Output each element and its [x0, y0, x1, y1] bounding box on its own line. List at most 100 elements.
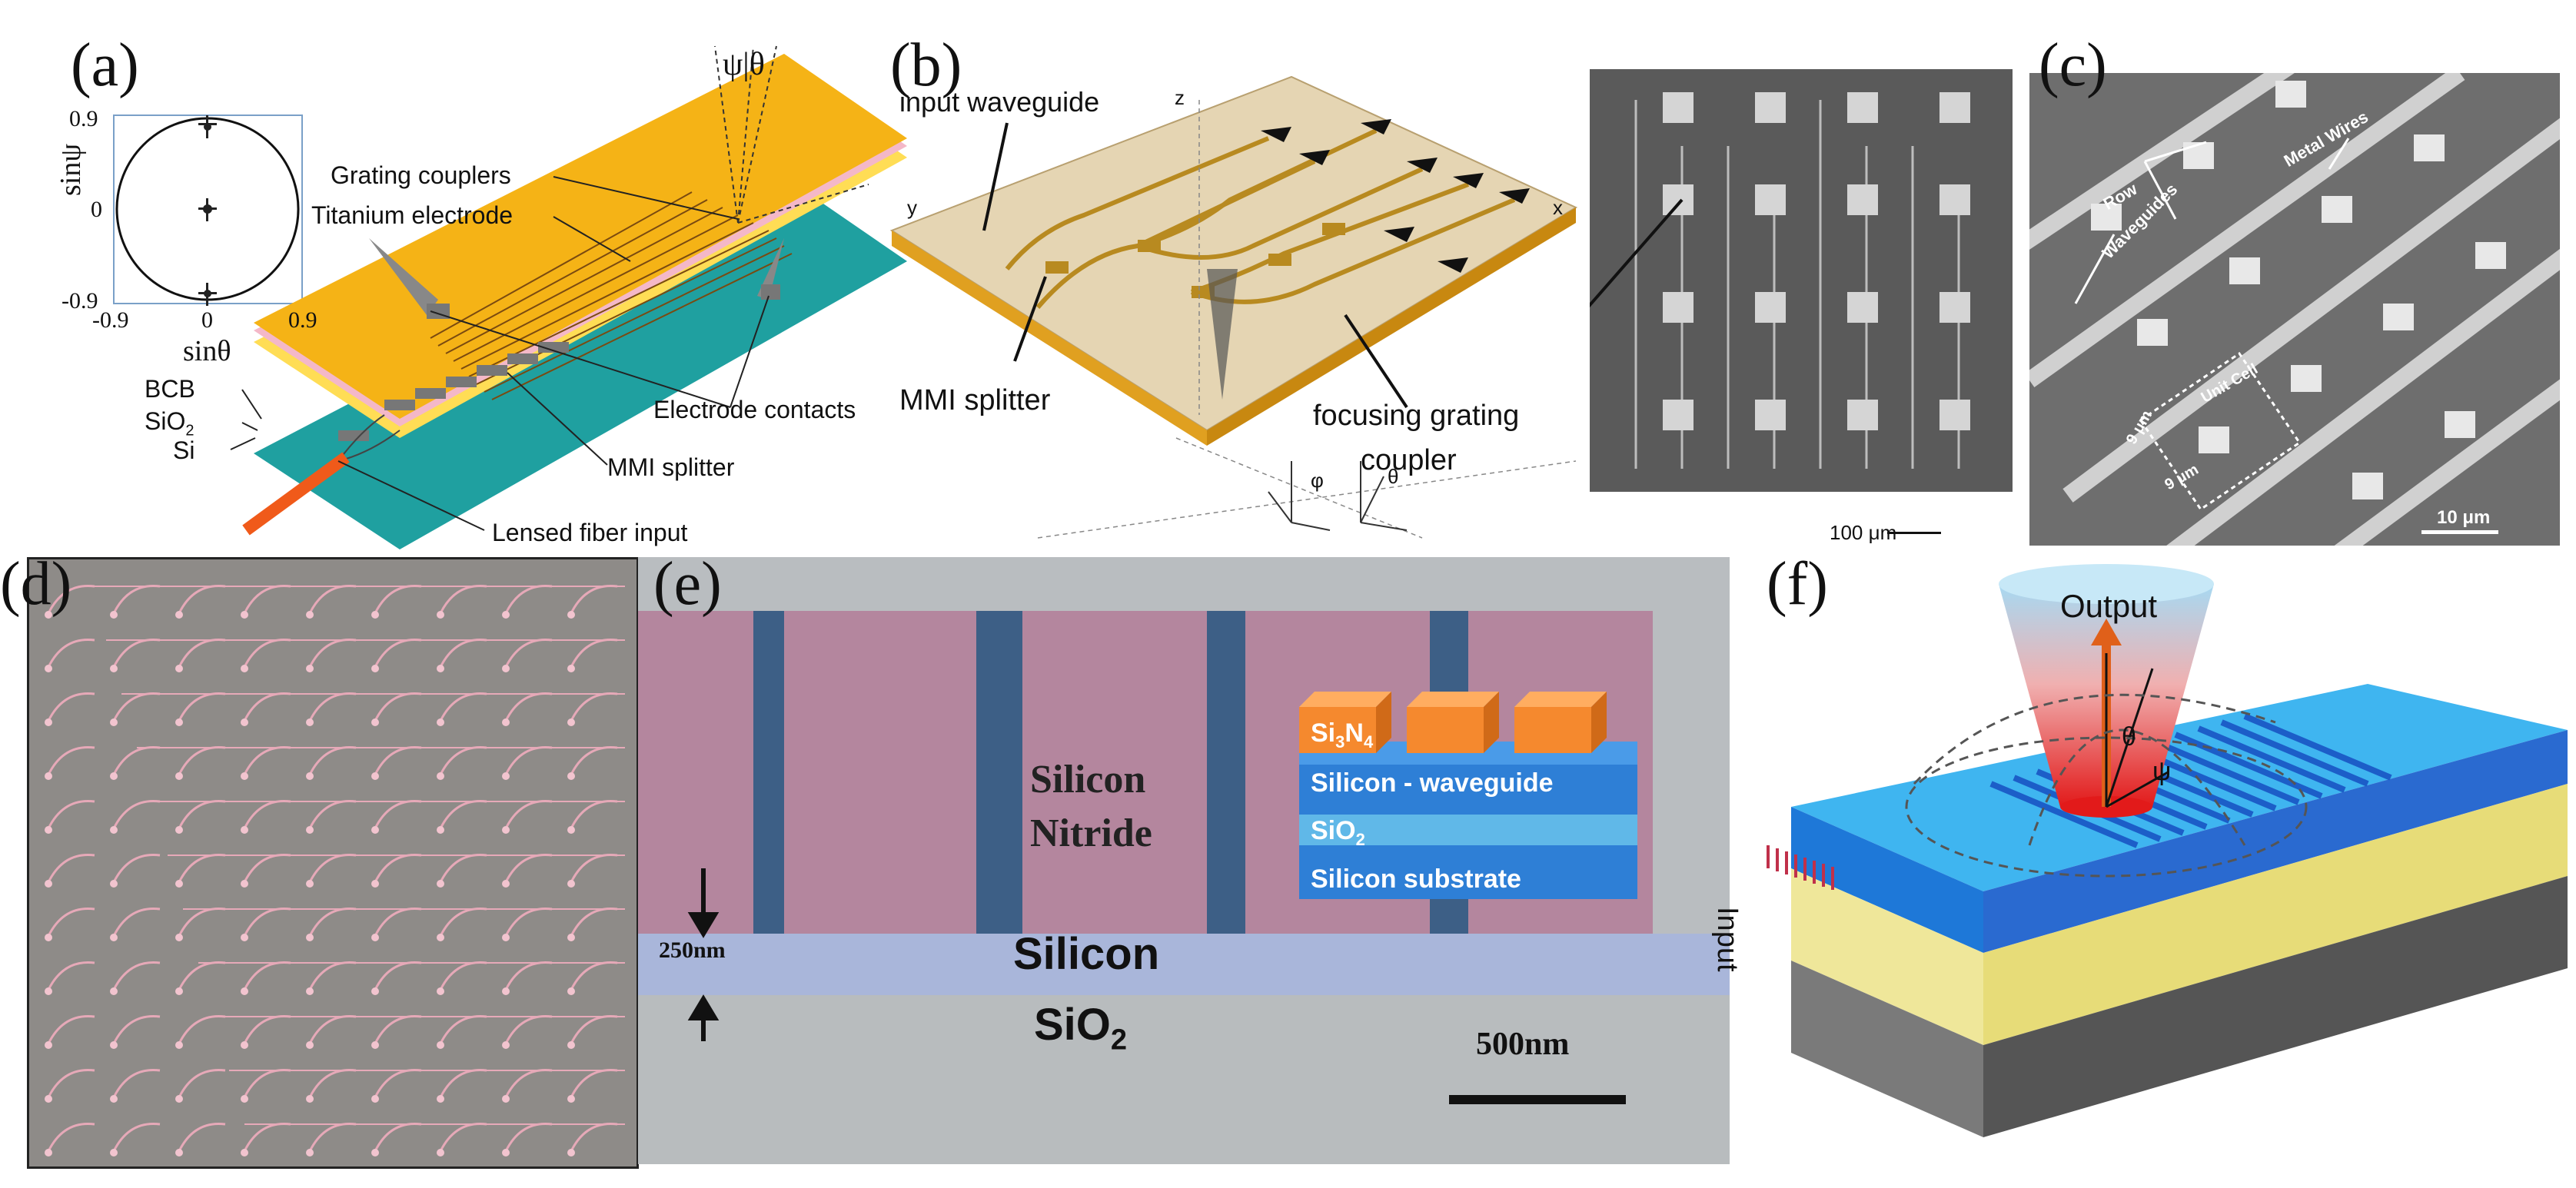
grating-pad — [110, 934, 118, 941]
plot-ylabel: sinψ — [55, 143, 87, 196]
waveguide-curve — [504, 853, 553, 883]
waveguide-curve — [178, 1068, 226, 1098]
waveguide-curve — [504, 692, 553, 722]
grating-pad — [45, 987, 52, 995]
panel-e — [638, 557, 1730, 1164]
e-scalebar: 500nm — [1476, 1027, 1570, 1062]
callout-titanium-electrode: Titanium electrode — [311, 201, 514, 229]
grating-pad — [437, 665, 444, 672]
grating-pad — [371, 934, 379, 941]
panel-b-label: (b) — [890, 32, 962, 99]
waveguide-curve — [570, 638, 618, 668]
waveguide-curve — [243, 1122, 291, 1152]
grating-pad — [306, 1041, 314, 1049]
waveguide-curve — [112, 745, 161, 775]
grating-pad — [437, 1149, 444, 1156]
waveguide-curve — [243, 799, 291, 829]
axis-z-top: z — [1175, 86, 1185, 109]
waveguide-curve — [504, 961, 553, 991]
waveguide-curve — [178, 961, 226, 991]
grating-pad — [306, 1095, 314, 1103]
grating-pad — [175, 934, 183, 941]
callout-electrode-contacts: Electrode contacts — [653, 396, 856, 423]
axis-phi: φ — [1311, 469, 1324, 492]
waveguide-curve — [47, 961, 95, 991]
waveguide-curve — [47, 1068, 95, 1098]
grating-pad — [437, 718, 444, 726]
grating-pad — [437, 1095, 444, 1103]
grating-pad — [502, 1149, 510, 1156]
layer-bcb: BCB — [145, 375, 195, 403]
inset-substrate: Silicon substrate — [1311, 864, 1521, 894]
grating-pad — [502, 718, 510, 726]
grating-pad — [110, 611, 118, 619]
grating-pad — [502, 611, 510, 619]
waveguide-curve — [308, 638, 357, 668]
waveguide-curve — [243, 584, 291, 614]
waveguide-curve — [308, 584, 357, 614]
waveguide-curve — [112, 1068, 161, 1098]
waveguide-curve — [178, 799, 226, 829]
waveguide-curve — [47, 692, 95, 722]
panel-b: (b) input waveguide MMI splitter focusin… — [884, 0, 1591, 553]
waveguide-curve — [308, 853, 357, 883]
waveguide-curve — [439, 745, 487, 775]
grating-pad — [110, 772, 118, 780]
grating-pad — [175, 611, 183, 619]
axis-x-top: x — [1553, 196, 1563, 219]
xtick-left: -0.9 — [92, 307, 129, 333]
waveguide-curve — [47, 1122, 95, 1152]
grating-pad — [110, 718, 118, 726]
waveguide-curve — [178, 907, 226, 937]
e-thickness: 250nm — [659, 937, 726, 963]
waveguide-curve — [374, 1122, 422, 1152]
grating-pad — [306, 665, 314, 672]
e-silicon-nitride-1: Silicon — [1030, 758, 1146, 801]
panel-a: (a) 0.9 0 -0.9 -0.9 0 0.9 sinψ sinθ ψ|θ … — [0, 0, 907, 553]
grating-pad — [110, 1041, 118, 1049]
callout-grating-couplers: Grating couplers — [331, 161, 511, 189]
grating-pad — [437, 880, 444, 888]
f-output: Output — [2060, 588, 2158, 624]
waveguide-curve — [570, 1014, 618, 1044]
grating-pad — [175, 1041, 183, 1049]
panel-e-graphic — [638, 611, 1730, 1164]
grating-pad — [175, 826, 183, 834]
sem-grid — [1590, 92, 1970, 469]
waveguide-curve — [243, 638, 291, 668]
grating-pad — [306, 826, 314, 834]
waveguide-curve — [374, 745, 422, 775]
grating-pad — [371, 665, 379, 672]
waveguide-curve — [308, 1122, 357, 1152]
grating-pad — [437, 987, 444, 995]
grating-pad — [567, 1149, 575, 1156]
waveguide-curve — [374, 1014, 422, 1044]
grating-pad — [567, 987, 575, 995]
waveguide-curve — [243, 1068, 291, 1098]
grating-pad — [45, 772, 52, 780]
waveguide-curve — [243, 961, 291, 991]
waveguide-curve — [439, 692, 487, 722]
grating-pad — [241, 880, 248, 888]
b-scalebar-text: 100 μm — [1830, 521, 1897, 544]
panel-f-graphic — [1767, 564, 2568, 1137]
callout-focusing-1: focusing grating — [1313, 400, 1520, 432]
grating-pad — [306, 611, 314, 619]
grating-pad — [371, 1149, 379, 1156]
waveguide-curve — [112, 799, 161, 829]
waveguide-curve — [112, 1014, 161, 1044]
grating-pad — [175, 665, 183, 672]
grating-pad — [502, 1095, 510, 1103]
grating-pad — [241, 987, 248, 995]
panel-b-graphic — [889, 75, 1578, 539]
waveguide-curve — [439, 907, 487, 937]
grating-pad — [241, 826, 248, 834]
grating-pad — [241, 1149, 248, 1156]
grating-pad — [110, 987, 118, 995]
grating-pad — [437, 826, 444, 834]
grating-pad — [502, 826, 510, 834]
grating-pad — [567, 934, 575, 941]
waveguide-curve — [178, 638, 226, 668]
grating-pad — [306, 772, 314, 780]
grating-pad — [175, 987, 183, 995]
